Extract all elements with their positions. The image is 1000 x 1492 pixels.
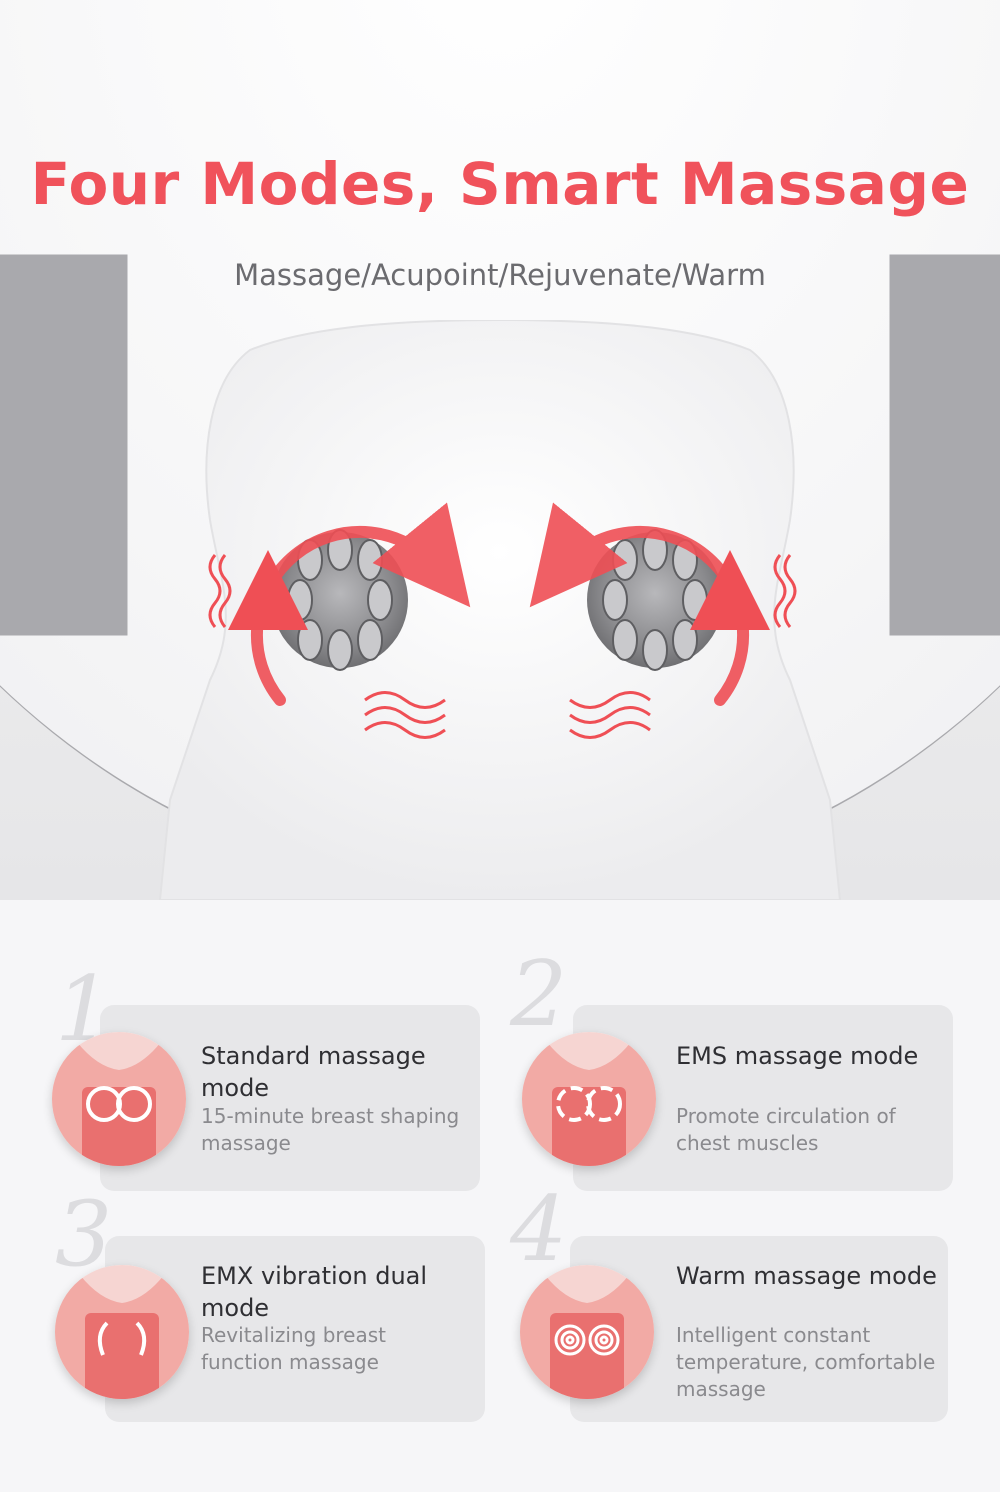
mode-1-description: 15-minute breast shaping massage bbox=[201, 1104, 460, 1155]
mode-2-number: 2 bbox=[510, 942, 568, 1047]
page-title: Four Modes, Smart Massage bbox=[30, 150, 970, 218]
page-subtitle: Massage/Acupoint/Rejuvenate/Warm bbox=[234, 258, 766, 292]
mode-4-title: Warm massage mode bbox=[676, 1262, 937, 1290]
mode-2-title: EMS massage mode bbox=[676, 1042, 919, 1070]
mode-4-number: 4 bbox=[510, 1177, 568, 1282]
hero-section: Four Modes, Smart Massage Massage/Acupoi… bbox=[0, 0, 1000, 900]
mode-3-title: EMX vibration dual mode bbox=[201, 1262, 428, 1322]
mode-3-number: 3 bbox=[55, 1182, 113, 1287]
mode-3-description: Revitalizing breast function massage bbox=[201, 1323, 386, 1374]
lift-arrows-icon bbox=[55, 1265, 189, 1399]
rotating-arrows-icon bbox=[52, 1032, 186, 1166]
mode-4-description: Intelligent constant temperature, comfor… bbox=[676, 1323, 936, 1401]
heat-rings-icon bbox=[520, 1265, 654, 1399]
torso-illustration bbox=[158, 320, 842, 900]
mode-2-description: Promote circulation of chest muscles bbox=[676, 1104, 896, 1155]
mode-1-title: Standard massage mode bbox=[201, 1042, 426, 1102]
circulation-arrows-icon bbox=[522, 1032, 656, 1166]
